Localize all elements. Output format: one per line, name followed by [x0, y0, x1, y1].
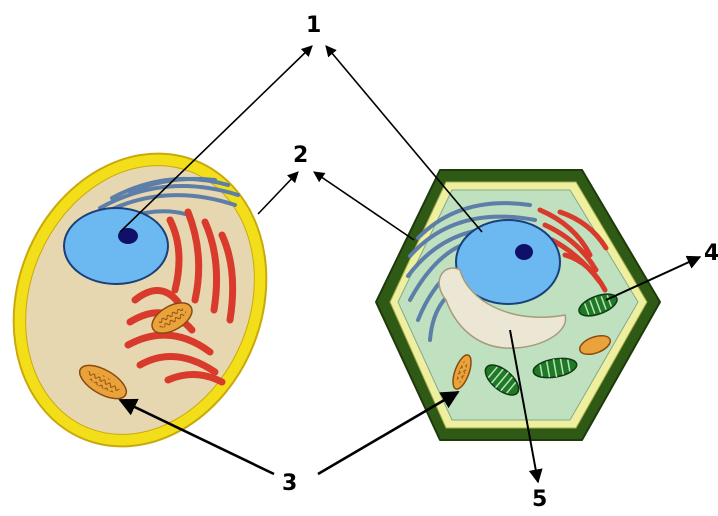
- arrow-2-animal: [258, 172, 298, 214]
- plant-nucleolus: [515, 244, 533, 260]
- animal-cell: [0, 115, 309, 485]
- label-2: 2: [293, 143, 308, 168]
- label-3: 3: [282, 471, 297, 496]
- arrow-1-plant: [326, 46, 482, 232]
- animal-cell-cytoplasm: [0, 131, 294, 469]
- label-5: 5: [532, 487, 547, 512]
- plant-cell: [376, 170, 660, 440]
- label-4: 4: [704, 241, 718, 266]
- label-1: 1: [306, 13, 321, 38]
- animal-nucleus: [64, 208, 168, 284]
- arrow-2-plant: [314, 172, 414, 240]
